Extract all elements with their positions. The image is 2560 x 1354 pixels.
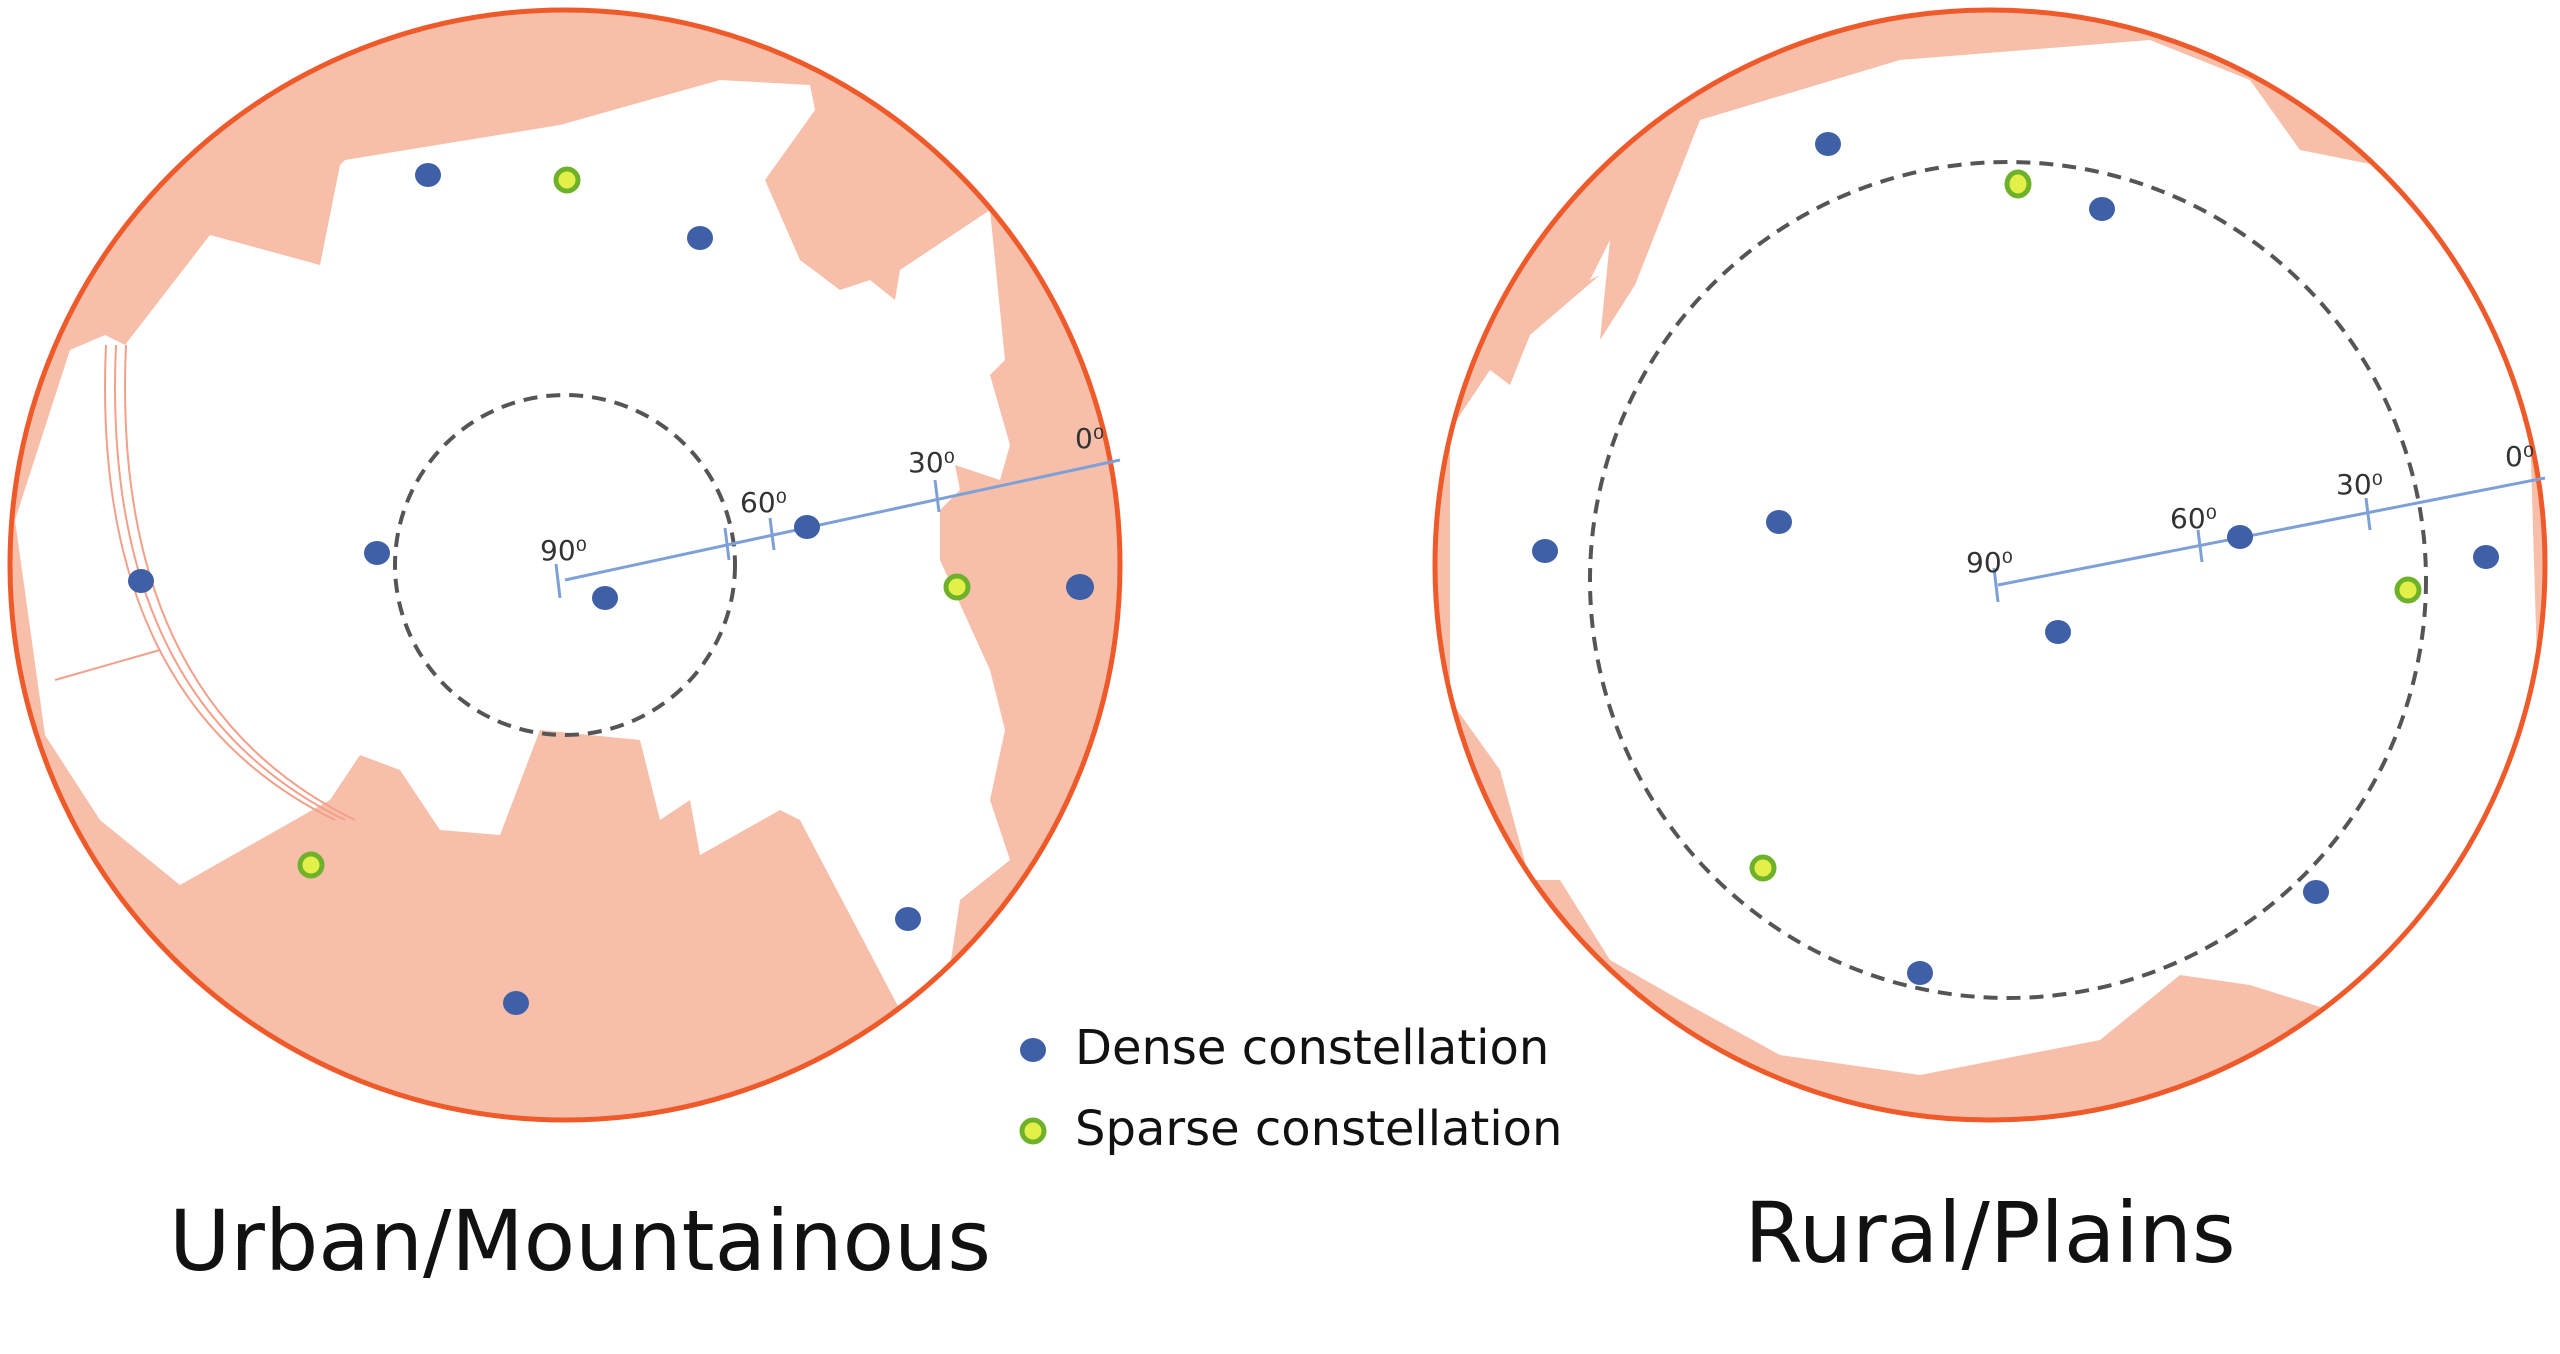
elevation-mask-circle-urban: [393, 393, 737, 737]
dense-satellite: [2045, 620, 2071, 644]
legend-dense-marker: [1020, 1038, 1046, 1062]
dense-satellite: [794, 515, 820, 539]
scale-label-90: 90⁰: [1966, 546, 2013, 579]
satellites-urban: [128, 163, 1094, 1015]
dense-satellite: [1907, 961, 1933, 985]
sparse-satellite: [2004, 169, 2032, 199]
sparse-satellite: [1749, 854, 1777, 882]
scale-label-60: 60⁰: [740, 486, 787, 519]
dense-satellite: [2473, 545, 2499, 569]
horizon-border-rural: [1432, 7, 2548, 1123]
sparse-satellite: [2394, 576, 2422, 604]
dense-satellite: [2089, 197, 2115, 221]
scale-label-0: 0⁰: [2505, 440, 2534, 473]
dense-satellite: [503, 991, 529, 1015]
mask-guide-lines-urban: [54, 344, 356, 821]
sparse-satellite: [297, 851, 325, 879]
open-sky-region-rural: [1450, 40, 2540, 1075]
scale-label-30: 30⁰: [2336, 468, 2383, 501]
scale-label-30: 30⁰: [908, 446, 955, 479]
dense-satellite: [1766, 510, 1792, 534]
scale-label-60: 60⁰: [2170, 502, 2217, 535]
legend-sparse-label: Sparse constellation: [1075, 1101, 1562, 1157]
dense-satellite: [1815, 132, 1841, 156]
open-sky-region-urban: [15, 80, 1010, 1010]
horizon-border-urban: [7, 7, 1123, 1123]
dense-satellite: [687, 226, 713, 250]
elevation-scale-rural: 90⁰ 60⁰ 30⁰ 0⁰: [1966, 440, 2546, 603]
dense-satellite: [364, 541, 390, 565]
dense-satellite: [128, 569, 154, 593]
satellites-rural: [1532, 132, 2499, 985]
elevation-mask-circle-rural: [1588, 160, 2428, 1000]
dense-satellite: [592, 586, 618, 610]
scale-label-90: 90⁰: [540, 534, 587, 567]
dense-satellite: [895, 907, 921, 931]
elevation-scale-urban: 90⁰ 60⁰ 30⁰ 0⁰: [540, 422, 1121, 599]
scale-label-0: 0⁰: [1075, 422, 1104, 455]
panel-title-rural: Rural/Plains: [1744, 1184, 2235, 1282]
legend: Dense constellation Sparse constellation: [1019, 1020, 1562, 1157]
skyplot-rural: 90⁰ 60⁰ 30⁰ 0⁰ Rural/Plains: [1432, 7, 2548, 1282]
dense-satellite: [1532, 539, 1558, 563]
dense-satellite: [2303, 880, 2329, 904]
panel-title-urban: Urban/Mountainous: [169, 1192, 991, 1290]
sparse-satellite: [943, 573, 971, 601]
sparse-satellite: [553, 166, 581, 194]
dense-satellite: [2227, 525, 2253, 549]
legend-sparse-marker: [1019, 1117, 1047, 1145]
dense-satellite: [1066, 574, 1094, 600]
skyplot-urban: 90⁰ 60⁰ 30⁰ 0⁰ Urban/Mountainous: [7, 7, 1123, 1290]
dense-satellite: [415, 163, 441, 187]
legend-dense-label: Dense constellation: [1075, 1020, 1549, 1076]
